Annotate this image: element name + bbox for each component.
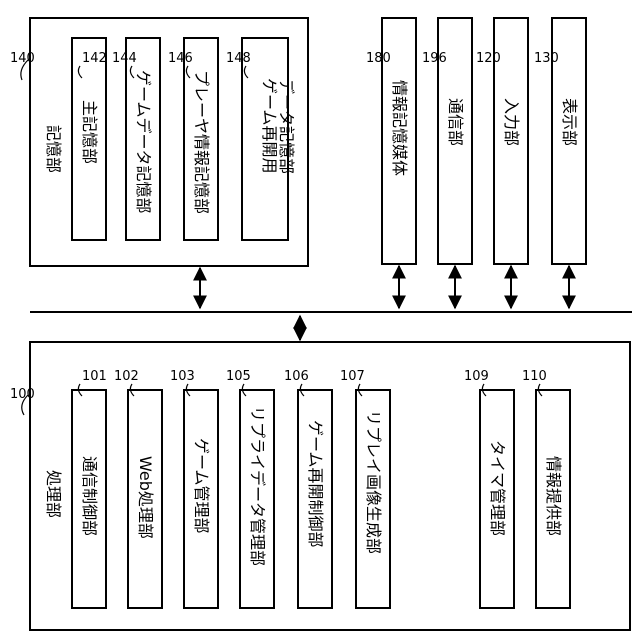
replay-image-generation-ref: 107	[340, 369, 365, 384]
web-processing-label: Web処理部	[136, 456, 155, 539]
processing-unit-label: 処理部	[44, 470, 63, 518]
game-data-memory-ref: 144	[112, 51, 137, 66]
player-info-memory-label: プレーヤ情報記憶部	[192, 70, 211, 214]
info-provision-label: 情報提供部	[544, 456, 563, 536]
resume-data-memory-label-line1: ゲーム再開用	[260, 78, 279, 174]
timer-management-ref: 109	[464, 369, 489, 384]
info-provision-ref: 110	[522, 369, 547, 384]
communication-control-label: 通信制御部	[80, 456, 99, 536]
storage-unit-label: 記憶部	[44, 125, 63, 173]
input-unit-ref: 120	[476, 51, 501, 66]
resume-data-memory-ref: 148	[226, 51, 251, 66]
replay-image-generation-label: リプレイ画像生成部	[364, 410, 383, 554]
display-unit-ref: 130	[534, 51, 559, 66]
timer-management-label: タイマ管理部	[488, 440, 507, 536]
main-memory-label: 主記憶部	[80, 100, 99, 164]
game-management-label: ゲーム管理部	[192, 438, 211, 534]
input-unit-label: 入力部	[502, 98, 521, 146]
info-storage-medium-ref: 180	[366, 51, 391, 66]
processing-unit-ref: 100	[10, 387, 35, 402]
resume-data-memory-label-line2: データ記憶部	[277, 78, 296, 174]
game-management-ref: 103	[170, 369, 195, 384]
web-processing-ref: 102	[114, 369, 139, 384]
game-data-memory-label: ゲームデータ記憶部	[134, 70, 153, 214]
game-resume-control-ref: 106	[284, 369, 309, 384]
replay-data-management-label: リプライデータ管理部	[248, 406, 267, 566]
storage-unit-ref: 140	[10, 51, 35, 66]
game-resume-control-label: ゲーム再開制御部	[306, 420, 325, 548]
communication-unit-ref: 196	[422, 51, 447, 66]
display-unit-label: 表示部	[560, 98, 579, 146]
player-info-memory-ref: 146	[168, 51, 193, 66]
communication-control-ref: 101	[82, 369, 107, 384]
communication-unit-label: 通信部	[446, 98, 465, 146]
replay-data-management-ref: 105	[226, 369, 251, 384]
info-storage-medium-label: 情報記憶媒体	[390, 80, 409, 176]
main-memory-ref: 142	[82, 51, 107, 66]
